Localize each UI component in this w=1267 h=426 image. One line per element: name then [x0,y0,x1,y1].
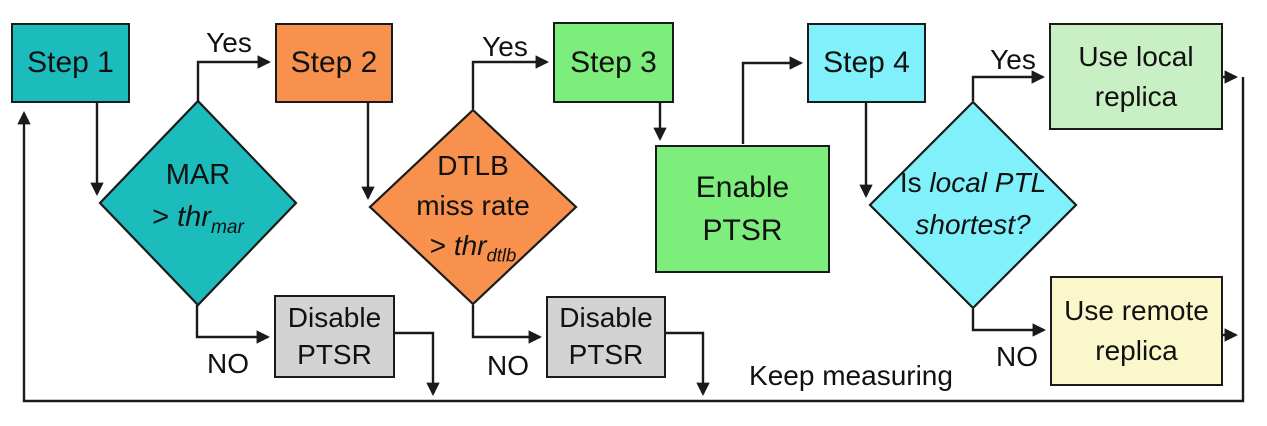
dtlb-decision-text: DTLB miss rate > thrdtlb [373,146,573,269]
enable-ptsr-line1: Enable [695,170,790,204]
arrow-enable-ptsr-to-step4 [741,56,804,144]
step2-label: Step 2 [290,46,378,80]
disable-ptsr1-line1: Disable [287,301,382,333]
no-label-3: NO [996,341,1038,372]
mar-line1: MAR [165,159,231,191]
arrow-mar-no-to-disable1 [195,305,271,344]
arrow-disable2-to-feedback [666,331,710,397]
step4-label: Step 4 [823,46,910,80]
arrow-ptl-yes-to-use-local [971,70,1046,101]
arrow-ptl-no-to-use-remote [971,309,1047,337]
step3-box: Step 3 [553,22,674,103]
disable-ptsr-box-1: Disable PTSR [274,295,395,378]
keep-measuring-label: Keep measuring [749,360,953,391]
use-remote-line2: replica [1095,335,1178,366]
use-local-replica-box: Use local replica [1049,23,1223,130]
dtlb-decision-diamond [368,108,578,306]
step1-label: Step 1 [27,46,114,80]
disable-ptsr2-line1: Disable [559,302,653,334]
step3-label: Step 3 [570,45,657,79]
disable-ptsr1-line2: PTSR [297,338,372,370]
use-remote-line1: Use remote [1064,295,1209,327]
no-label-1: NO [207,348,249,379]
mar-decision-text: MAR > thrmar [108,154,288,242]
use-local-line1: Use local [1078,40,1194,72]
mar-line2: > thrmar [152,201,244,238]
feedback-loop-to-step1 [17,77,1245,403]
yes-label-1: Yes [206,27,252,58]
dtlb-line1: DTLB [437,150,509,181]
local-ptl-decision-text: Is local PTL shortest? [868,162,1078,246]
local-ptl-decision-diamond [868,100,1078,310]
enable-ptsr-box: Enable PTSR [655,145,830,273]
arrow-dtlb-yes-to-step3 [471,55,550,109]
ptl-line1: Is local PTL [899,167,1047,198]
use-local-line2: replica [1094,80,1178,112]
step1-box: Step 1 [11,23,130,103]
disable-ptsr2-line2: PTSR [568,339,644,370]
arrow-dtlb-no-to-disable2 [471,305,543,344]
dtlb-line2: miss rate [416,190,530,222]
arrow-disable1-to-feedback [395,331,440,397]
no-label-2: NO [487,350,529,381]
dtlb-line3: > thrdtlb [429,230,517,266]
enable-ptsr-line2: PTSR [702,214,783,247]
step4-box: Step 4 [807,23,926,103]
arrow-mar-yes-to-step2 [196,55,272,102]
use-remote-replica-box: Use remote replica [1050,276,1223,386]
ptl-line2: shortest? [915,209,1031,240]
step2-box: Step 2 [275,23,393,103]
yes-label-2: Yes [482,31,528,62]
yes-label-3: Yes [990,44,1036,75]
disable-ptsr-box-2: Disable PTSR [546,296,666,378]
